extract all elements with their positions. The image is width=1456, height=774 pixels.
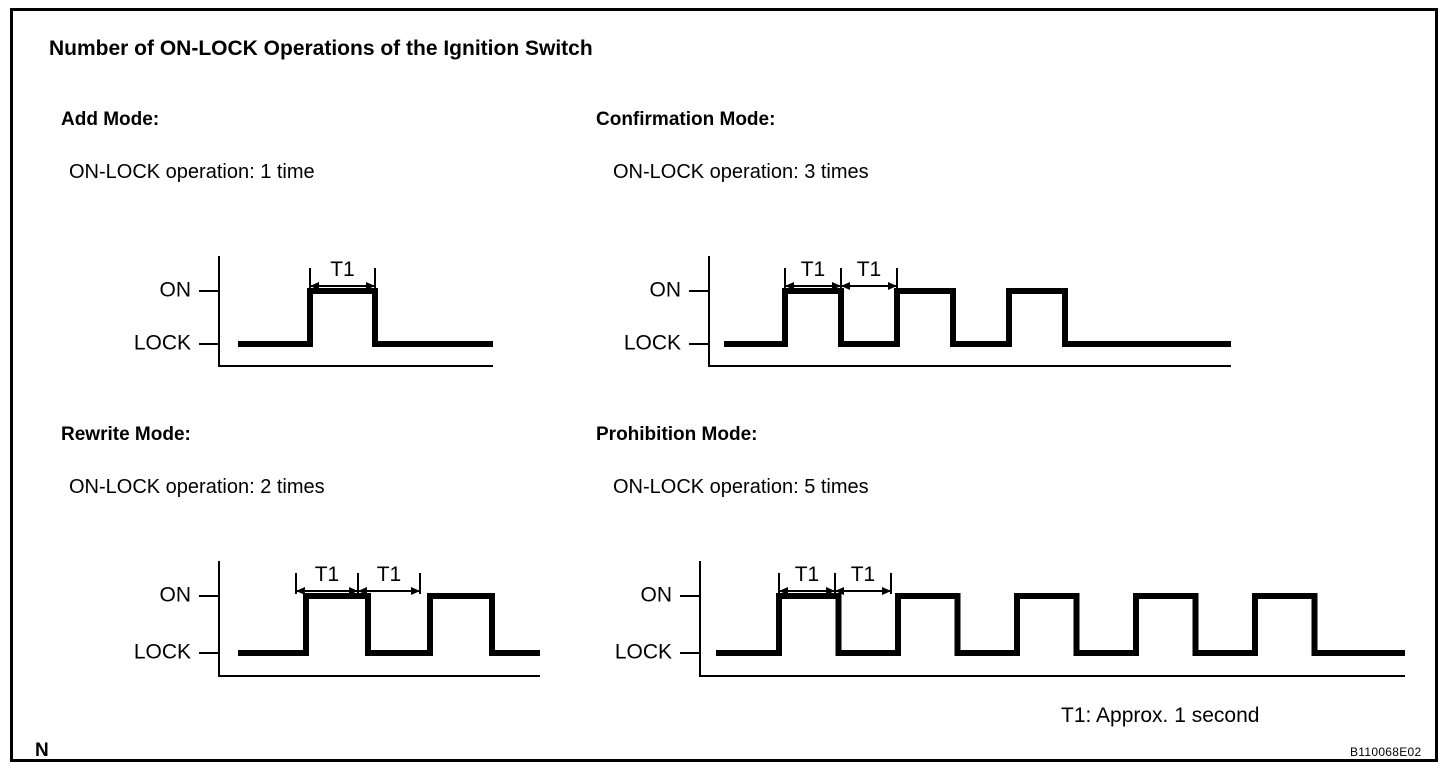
dimension-arrow-confirmation-mode-0 [785, 282, 841, 290]
waveform-trace [238, 593, 540, 656]
page-title: Number of ON-LOCK Operations of the Igni… [49, 37, 593, 60]
waveform-trace [716, 593, 1405, 656]
level-label-lock: LOCK [624, 332, 681, 355]
panel-heading-rewrite-mode: Rewrite Mode: [61, 424, 191, 445]
figure-border: Number of ON-LOCK Operations of the Igni… [10, 8, 1438, 762]
dimension-label-t1: T1 [857, 258, 882, 281]
dimension-arrow-add-mode-0 [310, 282, 375, 290]
dimension-label-t1: T1 [851, 563, 876, 586]
dimension-arrow-rewrite-mode-1 [358, 587, 420, 595]
dimension-arrow-confirmation-mode-1 [841, 282, 897, 290]
dimension-arrow-prohibition-mode-0 [779, 587, 835, 595]
waveform-trace [238, 288, 493, 347]
dimension-label-t1: T1 [377, 563, 402, 586]
level-label-on: ON [160, 279, 192, 302]
level-label-on: ON [160, 584, 192, 607]
axis-frame [699, 561, 1405, 677]
axis-frame [708, 256, 1231, 367]
panel-heading-confirmation-mode: Confirmation Mode: [596, 109, 776, 130]
level-label-lock: LOCK [134, 332, 191, 355]
dimension-arrow-prohibition-mode-1 [835, 587, 891, 595]
dimension-label-t1: T1 [330, 258, 355, 281]
panel-subtitle-prohibition-mode: ON-LOCK operation: 5 times [613, 476, 869, 498]
dimension-label-t1: T1 [795, 563, 820, 586]
panel-subtitle-confirmation-mode: ON-LOCK operation: 3 times [613, 161, 869, 183]
waveform-trace [724, 288, 1231, 347]
level-label-lock: LOCK [615, 641, 672, 664]
dimension-arrow-rewrite-mode-0 [296, 587, 358, 595]
figure-code: B110068E02 [1350, 745, 1422, 759]
t1-footnote: T1: Approx. 1 second [1061, 704, 1260, 727]
level-label-on: ON [650, 279, 682, 302]
axis-frame [218, 561, 540, 677]
panel-subtitle-rewrite-mode: ON-LOCK operation: 2 times [69, 476, 325, 498]
axis-frame [218, 256, 493, 367]
level-label-lock: LOCK [134, 641, 191, 664]
panel-heading-add-mode: Add Mode: [61, 109, 160, 130]
level-label-on: ON [641, 584, 673, 607]
dimension-label-t1: T1 [315, 563, 340, 586]
panel-subtitle-add-mode: ON-LOCK operation: 1 time [69, 161, 315, 183]
corner-mark: N [35, 740, 49, 761]
panel-heading-prohibition-mode: Prohibition Mode: [596, 424, 758, 445]
dimension-label-t1: T1 [801, 258, 826, 281]
